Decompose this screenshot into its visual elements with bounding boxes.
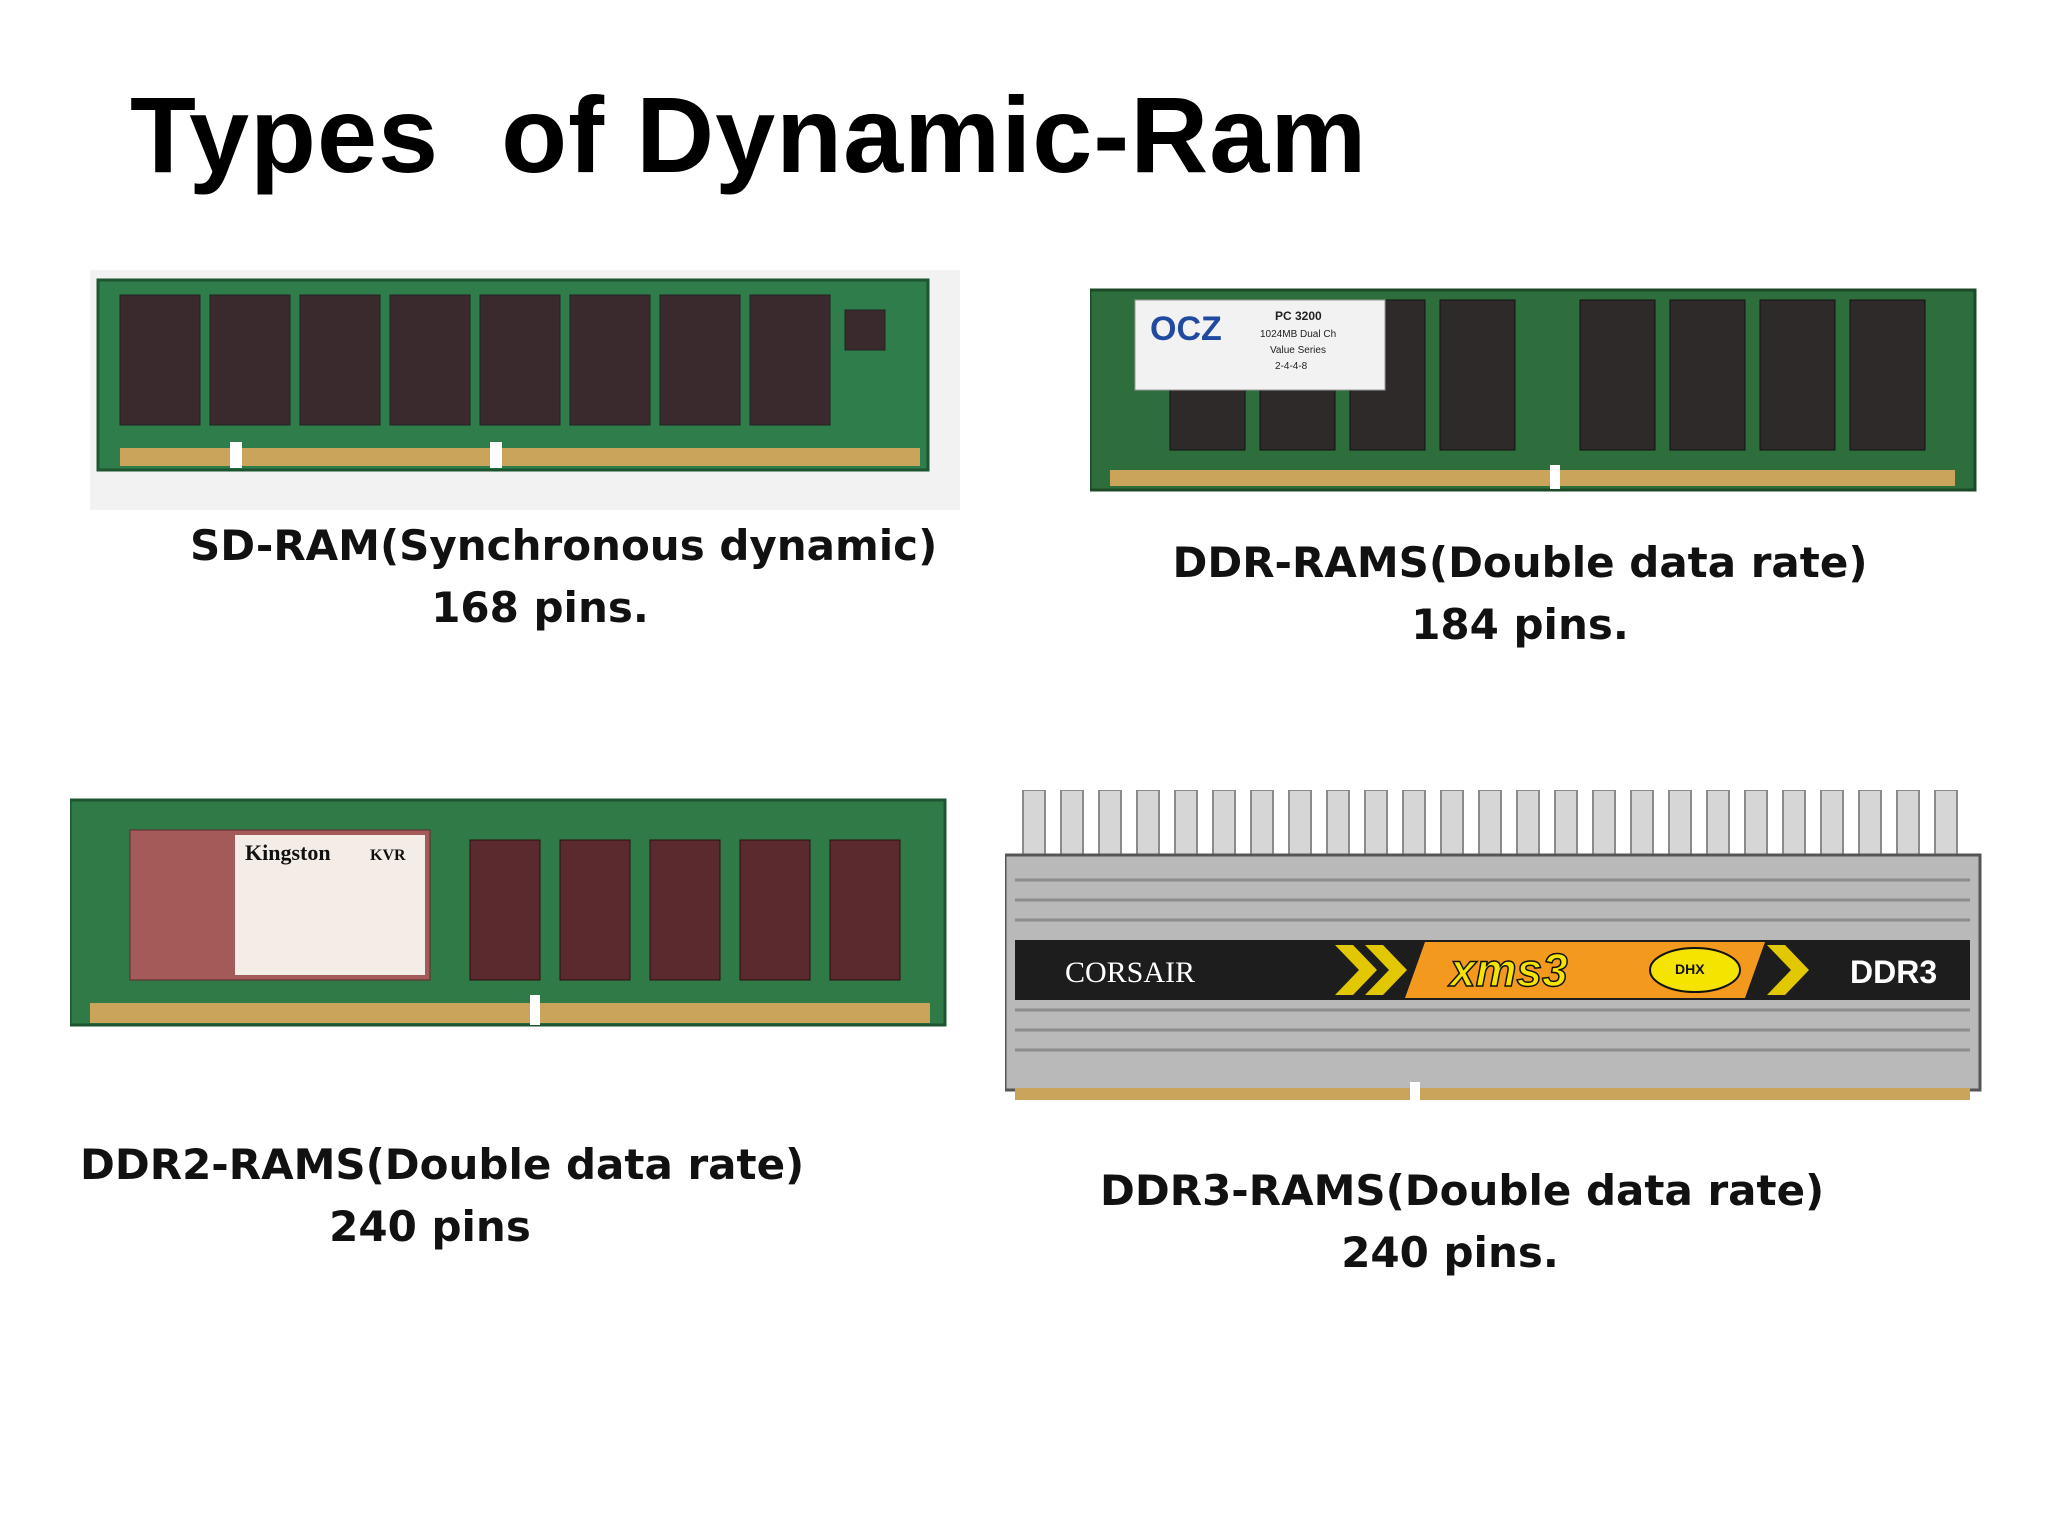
- ddr-ram-caption-line1: DDR-RAMS(Double data rate): [1172, 538, 1868, 587]
- slide-title: Types of Dynamic-Ram: [130, 74, 1368, 195]
- ddr2-ram-module-image: Kingston KVR: [70, 795, 950, 1040]
- ddr-ram-module-image: OCZ PC 3200 1024MB Dual Ch Value Series …: [1090, 285, 1980, 505]
- ddr2-ram-svg: Kingston KVR: [70, 798, 947, 1027]
- ddr3-ram-contacts: [1015, 1088, 1970, 1100]
- ddr3-ram-brand: CORSAIR: [1065, 956, 1195, 989]
- sd-ram-module-image: [90, 270, 960, 510]
- ddr3-ram-chevrons: [1335, 945, 1809, 995]
- ddr-ram-label-text-2: 1024MB Dual Ch: [1260, 329, 1336, 340]
- ddr2-ram-label: Kingston KVR: [129, 829, 431, 981]
- sd-ram-caption-line1: SD-RAM(Synchronous dynamic): [190, 521, 938, 570]
- ddr-ram-label-text-3: Value Series: [1270, 345, 1326, 356]
- sd-ram-caption: SD-RAM(Synchronous dynamic) 168 pins.: [190, 515, 938, 639]
- ddr3-ram-svg: CORSAIR xms3 DHX DDR3: [1005, 790, 1982, 1104]
- sd-ram-chips: [119, 294, 886, 426]
- sd-ram-caption-line2: 168 pins.: [431, 583, 649, 632]
- ddr3-ram-caption: DDR3-RAMS(Double data rate) 240 pins.: [1100, 1160, 1825, 1284]
- ddr2-ram-label-model: KVR: [370, 847, 406, 864]
- ddr3-ram-badge-icon: [1649, 947, 1741, 993]
- ddr-ram-label-text-4: 2-4-4-8: [1275, 361, 1308, 372]
- sd-ram-contacts: [120, 448, 920, 466]
- ddr3-ram-caption-line2: 240 pins.: [1341, 1228, 1559, 1277]
- ddr3-ram-heatsink-lines: [1015, 878, 1970, 1052]
- ddr3-ram-badge: DHX: [1675, 961, 1705, 977]
- ddr2-ram-label-brand: Kingston: [245, 840, 331, 865]
- ddr-ram-label-brand: OCZ: [1150, 310, 1222, 348]
- ddr3-ram-type-label: DDR3: [1850, 954, 1937, 990]
- ddr2-ram-chips: [469, 839, 901, 981]
- ddr-ram-caption-line2: 184 pins.: [1411, 600, 1629, 649]
- ddr3-ram-caption-line1: DDR3-RAMS(Double data rate): [1100, 1166, 1825, 1215]
- ddr2-ram-caption-line2: 240 pins: [329, 1202, 531, 1251]
- ddr2-ram-caption-line1: DDR2-RAMS(Double data rate): [80, 1140, 805, 1189]
- ddr-ram-caption: DDR-RAMS(Double data rate) 184 pins.: [1170, 532, 1870, 656]
- ddr2-ram-caption: DDR2-RAMS(Double data rate) 240 pins: [80, 1134, 805, 1258]
- ddr-ram-label: OCZ PC 3200 1024MB Dual Ch Value Series …: [1134, 299, 1386, 391]
- ddr-ram-label-text-1: PC 3200: [1275, 309, 1322, 323]
- ddr3-ram-heatsink-fins: [1022, 790, 1958, 861]
- ddr-ram-svg: OCZ PC 3200 1024MB Dual Ch Value Series …: [1090, 288, 1977, 492]
- sd-ram-svg: [90, 270, 960, 510]
- ddr-ram-contacts: [1110, 470, 1955, 486]
- ddr3-ram-module-image: CORSAIR xms3 DHX DDR3: [1005, 790, 1990, 1105]
- ddr3-ram-product: xms3: [1447, 944, 1568, 996]
- ddr2-ram-contacts: [90, 1003, 930, 1023]
